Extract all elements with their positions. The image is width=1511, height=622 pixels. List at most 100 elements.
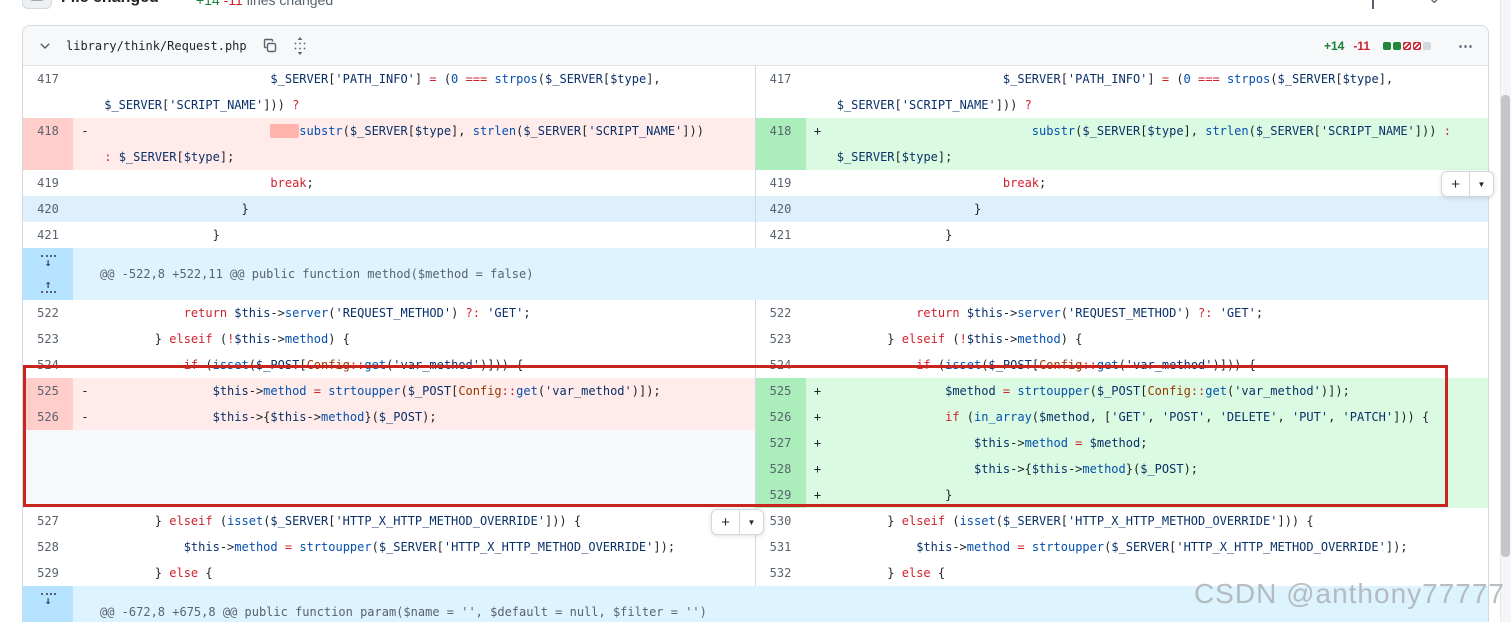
diff-marker: +: [805, 430, 830, 456]
code-line: }: [829, 228, 953, 242]
line-number[interactable]: 526: [23, 404, 73, 430]
diff-marker: +: [805, 404, 830, 430]
diff-row: 522 return $this->server('REQUEST_METHOD…: [23, 300, 1488, 326]
diff-marker: [73, 196, 97, 222]
diff-marker: [806, 300, 830, 326]
line-number[interactable]: 417: [769, 72, 792, 86]
diff-row: 527 } elseif (isset($_SERVER['HTTP_X_HTT…: [23, 508, 1488, 534]
expand-down-button[interactable]: ↓: [23, 586, 73, 612]
line-number[interactable]: 530: [769, 514, 792, 528]
chevron-down-icon[interactable]: ⌄: [1428, 0, 1441, 7]
line-number[interactable]: 529: [37, 566, 59, 580]
diff-marker: [73, 300, 97, 326]
diff-marker: -: [73, 404, 97, 430]
expand-up-icon: ↑: [44, 278, 52, 291]
line-number[interactable]: 528: [755, 456, 806, 482]
line-number[interactable]: 421: [769, 228, 792, 242]
additions-count: +14: [196, 0, 220, 8]
file-header: library/think/Request.php +14 -11 ⋯: [23, 26, 1488, 66]
file-path[interactable]: library/think/Request.php: [66, 38, 247, 53]
expand-gutter: ↓↑: [23, 248, 73, 300]
diffstat-square-neutral: [1423, 41, 1431, 50]
diff-row: 417 $_SERVER['PATH_INFO'] = (0 === strpo…: [23, 66, 1488, 118]
line-number[interactable]: 527: [37, 514, 59, 528]
split-diff-table: 417 $_SERVER['PATH_INFO'] = (0 === strpo…: [23, 66, 1488, 622]
hunk-header-row: ↓@@ -672,8 +675,8 @@ public function par…: [23, 586, 1488, 622]
diff-marker: [73, 170, 97, 196]
code-line: $this->{$this->method}($_POST);: [829, 456, 1488, 482]
comment-options-caret-icon[interactable]: ▼: [739, 509, 764, 535]
line-number[interactable]: 419: [37, 176, 59, 190]
diff-marker: [73, 222, 97, 248]
code-line: return $this->server('REQUEST_METHOD') ?…: [916, 306, 1264, 320]
line-number[interactable]: 523: [769, 332, 792, 346]
line-number[interactable]: 525: [755, 378, 806, 404]
line-number[interactable]: 418: [755, 118, 806, 170]
expand-down-icon: ↓: [44, 256, 52, 269]
diff-file-card: library/think/Request.php +14 -11 ⋯ 417 …: [22, 25, 1489, 622]
line-number[interactable]: 420: [755, 196, 806, 222]
code-line: } elseif (!$this->method) {: [97, 332, 350, 346]
diff-marker: [73, 482, 97, 508]
sidebar-toggle-button[interactable]: [22, 0, 52, 9]
sidebar-panel-icon: [29, 0, 45, 6]
diff-row: 526- $this->{$this->method}($_POST);526+…: [23, 404, 1488, 430]
line-number[interactable]: 524: [37, 358, 59, 372]
comment-options-caret-icon[interactable]: ▼: [1469, 171, 1494, 197]
collapse-file-chevron-icon[interactable]: [37, 38, 53, 54]
line-number[interactable]: 421: [37, 228, 59, 242]
expand-up-button[interactable]: ↑: [23, 274, 73, 300]
line-number[interactable]: 522: [37, 306, 59, 320]
expand-down-button[interactable]: ↓: [23, 248, 73, 274]
diff-row: 528+ $this->{$this->method}($_POST);: [23, 456, 1488, 482]
hunk-header-row: ↓↑@@ -522,8 +522,11 @@ public function m…: [23, 248, 1488, 300]
diff-row: 527+ $this->method = $method;: [23, 430, 1488, 456]
line-number[interactable]: 527: [755, 430, 806, 456]
diff-marker: [806, 222, 830, 248]
line-number[interactable]: 532: [769, 566, 792, 580]
line-number[interactable]: 417: [37, 72, 59, 86]
line-number[interactable]: 419: [769, 176, 792, 190]
line-number[interactable]: 524: [769, 358, 792, 372]
line-number[interactable]: 529: [755, 482, 806, 508]
hunk-header-text: @@ -522,8 +522,11 @@ public function met…: [100, 267, 534, 281]
code-line: [97, 430, 755, 456]
line-number[interactable]: 420: [23, 196, 73, 222]
expand-gutter: ↓: [23, 586, 73, 622]
code-line: } elseif (isset($_SERVER['HTTP_X_HTTP_ME…: [829, 514, 1314, 528]
code-line: $this->method = strtoupper($_POST[Config…: [97, 378, 755, 404]
line-number[interactable]: 522: [769, 306, 792, 320]
line-number[interactable]: 528: [37, 540, 59, 554]
line-number[interactable]: 418: [23, 118, 73, 170]
drag-reorder-icon[interactable]: [293, 36, 307, 55]
code-line: $this->method = $method;: [829, 430, 1488, 456]
line-comment-button-group: + ▼: [711, 509, 764, 535]
line-number[interactable]: 531: [769, 540, 792, 554]
diff-marker: [806, 170, 830, 196]
diff-row: 419 break;419 break;: [23, 170, 1488, 196]
diff-row: 421 }421 }: [23, 222, 1488, 248]
file-options-kebab-icon[interactable]: ⋯: [1458, 37, 1474, 55]
diff-row: 529+ }: [23, 482, 1488, 508]
diff-marker: [806, 508, 830, 534]
lines-changed-label: lines changed: [246, 0, 334, 8]
diff-marker: [73, 534, 97, 560]
line-number[interactable]: 525: [23, 378, 73, 404]
line-number[interactable]: 526: [755, 404, 806, 430]
add-comment-button[interactable]: +: [1441, 171, 1470, 197]
scrollbar-thumb[interactable]: [1501, 95, 1510, 557]
file-additions: +14: [1323, 38, 1345, 53]
code-line: }: [829, 482, 1488, 508]
line-number[interactable]: 523: [37, 332, 59, 346]
expand-down-icon: ↓: [44, 594, 52, 607]
line-comment-button-group: + ▼: [1441, 171, 1494, 197]
code-line: $this->method = strtoupper($_SERVER['HTT…: [183, 540, 676, 554]
diff-marker: [805, 196, 830, 222]
code-line: } elseif (isset($_SERVER['HTTP_X_HTTP_ME…: [97, 514, 582, 528]
code-line: $_SERVER['PATH_INFO'] = (0 === strpos($_…: [104, 72, 661, 112]
add-comment-button[interactable]: +: [711, 509, 740, 535]
copy-path-icon[interactable]: [262, 38, 278, 54]
line-number: [23, 430, 73, 456]
diffstat-square-deleted: [1403, 41, 1411, 50]
deletions-count: -11: [223, 0, 243, 8]
